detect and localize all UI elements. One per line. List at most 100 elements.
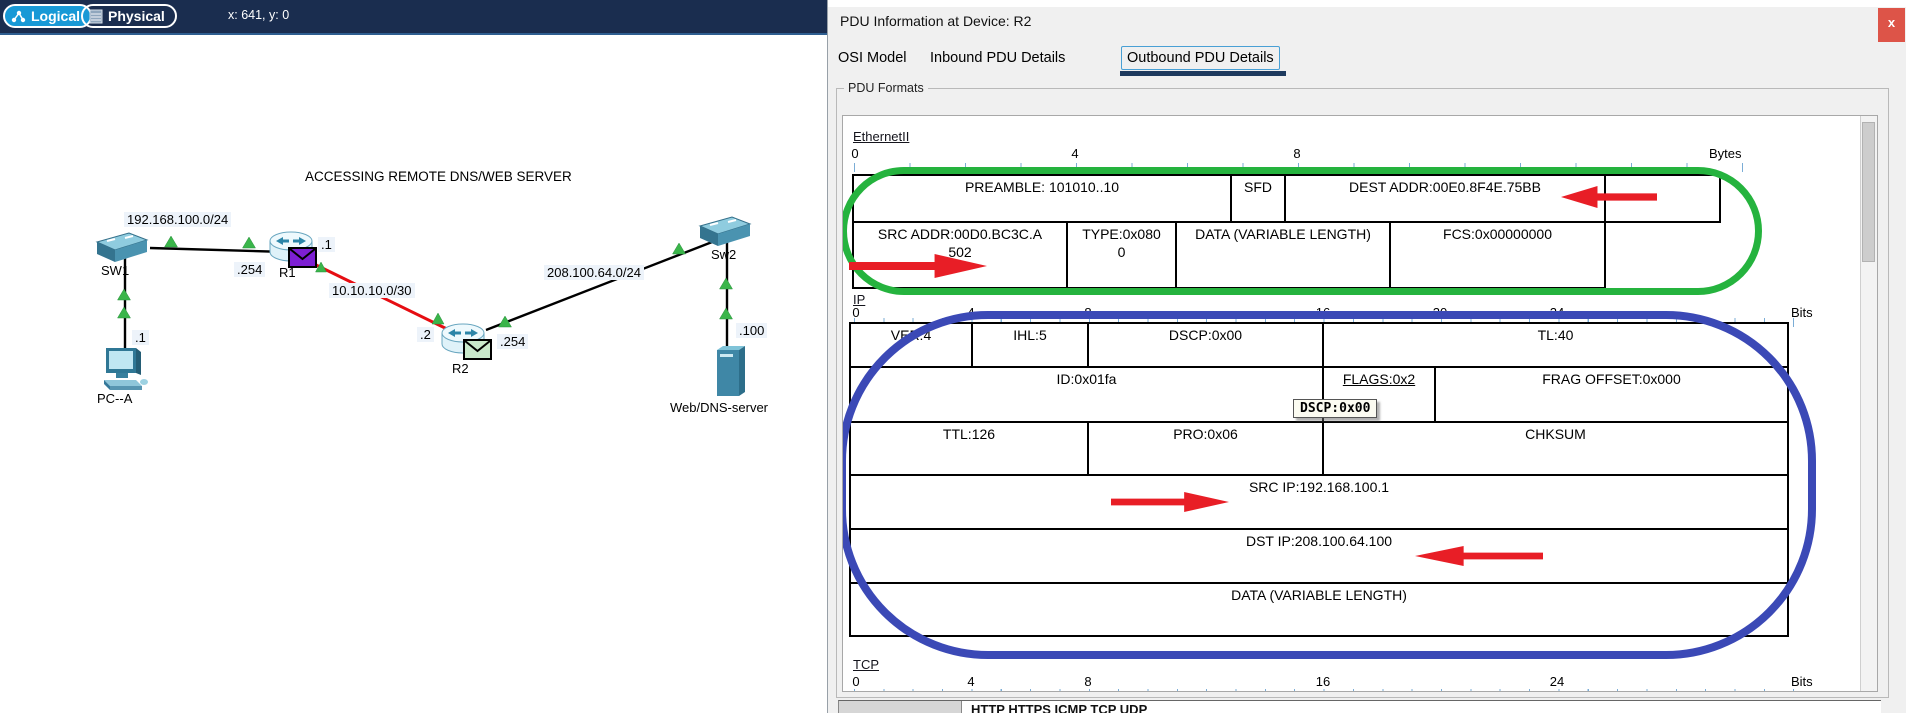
link-status-arrows: [117, 235, 733, 328]
link-r2-sw2[interactable]: [485, 235, 726, 332]
eth-field-sfd: SFD: [1230, 174, 1286, 223]
device-name-sw2: Sw2: [711, 247, 737, 262]
ip-field-data: DATA (VARIABLE LENGTH): [849, 582, 1789, 637]
device-name-sw1: SW1: [101, 263, 130, 278]
tcp-ruler-tick: 0: [852, 674, 860, 689]
eth-ruler-ticks: [854, 163, 1744, 172]
eth-field-dest-addr: DEST ADDR:00E0.8F4E.75BB: [1284, 174, 1606, 223]
pc-icon: [104, 348, 148, 390]
logical-network-icon: [11, 10, 26, 22]
scrollbar-thumb[interactable]: [1862, 122, 1875, 262]
physical-view-button[interactable]: Physical: [81, 4, 177, 28]
dialog-top-strip: [828, 0, 1906, 7]
pdu-formats-panel: EthernetII 0 4 8 Bytes PREAMBLE: 101010.…: [842, 115, 1878, 692]
ip-field-tl: TL:40: [1322, 322, 1789, 368]
physical-view-label: Physical: [108, 8, 165, 24]
switch-icon: [698, 216, 752, 246]
device-name-r1: R1: [279, 265, 296, 280]
port-label-server: .100: [736, 323, 768, 338]
link-status-arrow-icon: [242, 236, 256, 249]
device-pc-a[interactable]: [100, 346, 150, 401]
selected-tab-underline: [1120, 71, 1286, 76]
tcp-ruler-ticks: [854, 689, 1795, 691]
bottom-row-handle: [839, 701, 962, 713]
dscp-tooltip: DSCP:0x00: [1293, 399, 1378, 418]
server-icon: [717, 346, 745, 396]
link-status-arrow-icon: [719, 277, 733, 290]
device-name-server: Web/DNS-server: [670, 400, 769, 415]
link-status-arrow-icon: [117, 306, 131, 319]
link-status-arrow-icon: [498, 315, 512, 328]
eth-ruler-unit: Bytes: [1709, 146, 1742, 161]
device-switch-sw2[interactable]: [698, 214, 752, 253]
link-status-arrow-icon: [431, 312, 445, 325]
port-label-r2-serial: .2: [417, 327, 434, 342]
link-status-arrow-icon: [117, 288, 131, 301]
link-sw1-r1[interactable]: [149, 246, 287, 254]
ip-field-id: ID:0x01fa: [849, 366, 1324, 423]
pdu-envelope-r2[interactable]: [463, 339, 492, 360]
pdu-formats-label: PDU Formats: [844, 81, 928, 95]
topology-links-layer: [117, 235, 733, 352]
tcp-section-link[interactable]: TCP: [853, 657, 879, 672]
link-status-arrow-icon: [164, 235, 178, 248]
eth-field-preamble: PREAMBLE: 101010..10: [852, 174, 1232, 223]
ip-section-link[interactable]: IP: [853, 292, 866, 307]
panel-scrollbar[interactable]: [1860, 116, 1877, 691]
ip-field-frag-offset: FRAG OFFSET:0x000: [1434, 366, 1789, 423]
bottom-row-protocols: HTTP HTTPS ICMP TCP UDP: [971, 702, 1148, 713]
port-label-r1-serial: .1: [318, 237, 335, 252]
close-button[interactable]: x: [1878, 8, 1905, 42]
link-status-arrow-icon: [315, 261, 327, 273]
eth-field-src-addr-text: SRC ADDR:00D0.BC3C.A502: [877, 226, 1043, 260]
device-server[interactable]: [712, 344, 750, 405]
tab-outbound-pdu-details[interactable]: Outbound PDU Details: [1121, 46, 1280, 70]
ip-field-src-ip: SRC IP:192.168.100.1: [849, 474, 1789, 530]
envelope-icon: [289, 248, 316, 261]
port-label-r1-lan: .254: [234, 262, 266, 277]
port-label-r2-lan: .254: [497, 334, 529, 349]
device-switch-sw1[interactable]: [95, 230, 149, 269]
pdu-formats-groupbox: [836, 88, 1889, 698]
ip-field-chksum: CHKSUM: [1322, 421, 1789, 476]
ethernet-section-link[interactable]: EthernetII: [853, 129, 910, 144]
eth-field-data: DATA (VARIABLE LENGTH): [1175, 221, 1391, 289]
ip-field-ver: VER:4: [849, 322, 973, 368]
dialog-title: PDU Information at Device: R2: [840, 13, 1032, 29]
ip-field-dst-ip: DST IP:208.100.64.100: [849, 528, 1789, 584]
link-status-arrow-icon: [672, 242, 686, 255]
network-label-serial: 10.10.10.0/30: [329, 283, 415, 298]
eth-ruler-tick: 8: [1293, 146, 1301, 161]
port-label-pc: .1: [132, 330, 149, 345]
tab-inbound-pdu-details[interactable]: Inbound PDU Details: [930, 50, 1066, 66]
cursor-coordinates: x: 641, y: 0: [228, 8, 290, 22]
ip-field-ttl: TTL:126: [849, 421, 1089, 476]
pdu-envelope-r1[interactable]: [288, 247, 317, 268]
ip-field-dscp: DSCP:0x00: [1087, 322, 1324, 368]
eth-field-src-addr: SRC ADDR:00D0.BC3C.A502: [852, 221, 1068, 289]
ip-field-ihl: IHL:5: [971, 322, 1089, 368]
device-name-r2: R2: [452, 361, 469, 376]
eth-ruler-tick: 0: [851, 146, 859, 161]
logical-view-button[interactable]: Logical: [3, 4, 93, 28]
eth-field-type-text: TYPE:0x0800: [1082, 226, 1161, 260]
network-label-lan2: 208.100.64.0/24: [544, 265, 644, 280]
device-name-pc: PC--A: [97, 391, 133, 406]
tcp-ruler-unit: Bits: [1791, 674, 1813, 689]
envelope-icon: [464, 340, 491, 353]
link-status-arrow-icon: [719, 307, 733, 320]
eth-ruler-tick: 4: [1071, 146, 1079, 161]
tab-osi-model[interactable]: OSI Model: [838, 50, 907, 66]
ip-field-pro: PRO:0x06: [1087, 421, 1324, 476]
eth-field-fcs: FCS:0x00000000: [1389, 221, 1606, 289]
logical-view-label: Logical: [31, 8, 81, 24]
pdu-information-dialog: PDU Information at Device: R2 x OSI Mode…: [827, 0, 1906, 713]
eth-field-type: TYPE:0x0800: [1066, 221, 1177, 289]
switch-icon: [95, 232, 149, 262]
eth-field-padding: [1604, 174, 1721, 223]
tcp-ruler-tick: 16: [1315, 674, 1331, 689]
topology-canvas[interactable]: ACCESSING REMOTE DNS/WEB SERVER 192.168.…: [0, 0, 827, 713]
tcp-ruler-tick: 8: [1084, 674, 1092, 689]
bottom-clipped-row[interactable]: HTTP HTTPS ICMP TCP UDP: [838, 700, 1881, 713]
